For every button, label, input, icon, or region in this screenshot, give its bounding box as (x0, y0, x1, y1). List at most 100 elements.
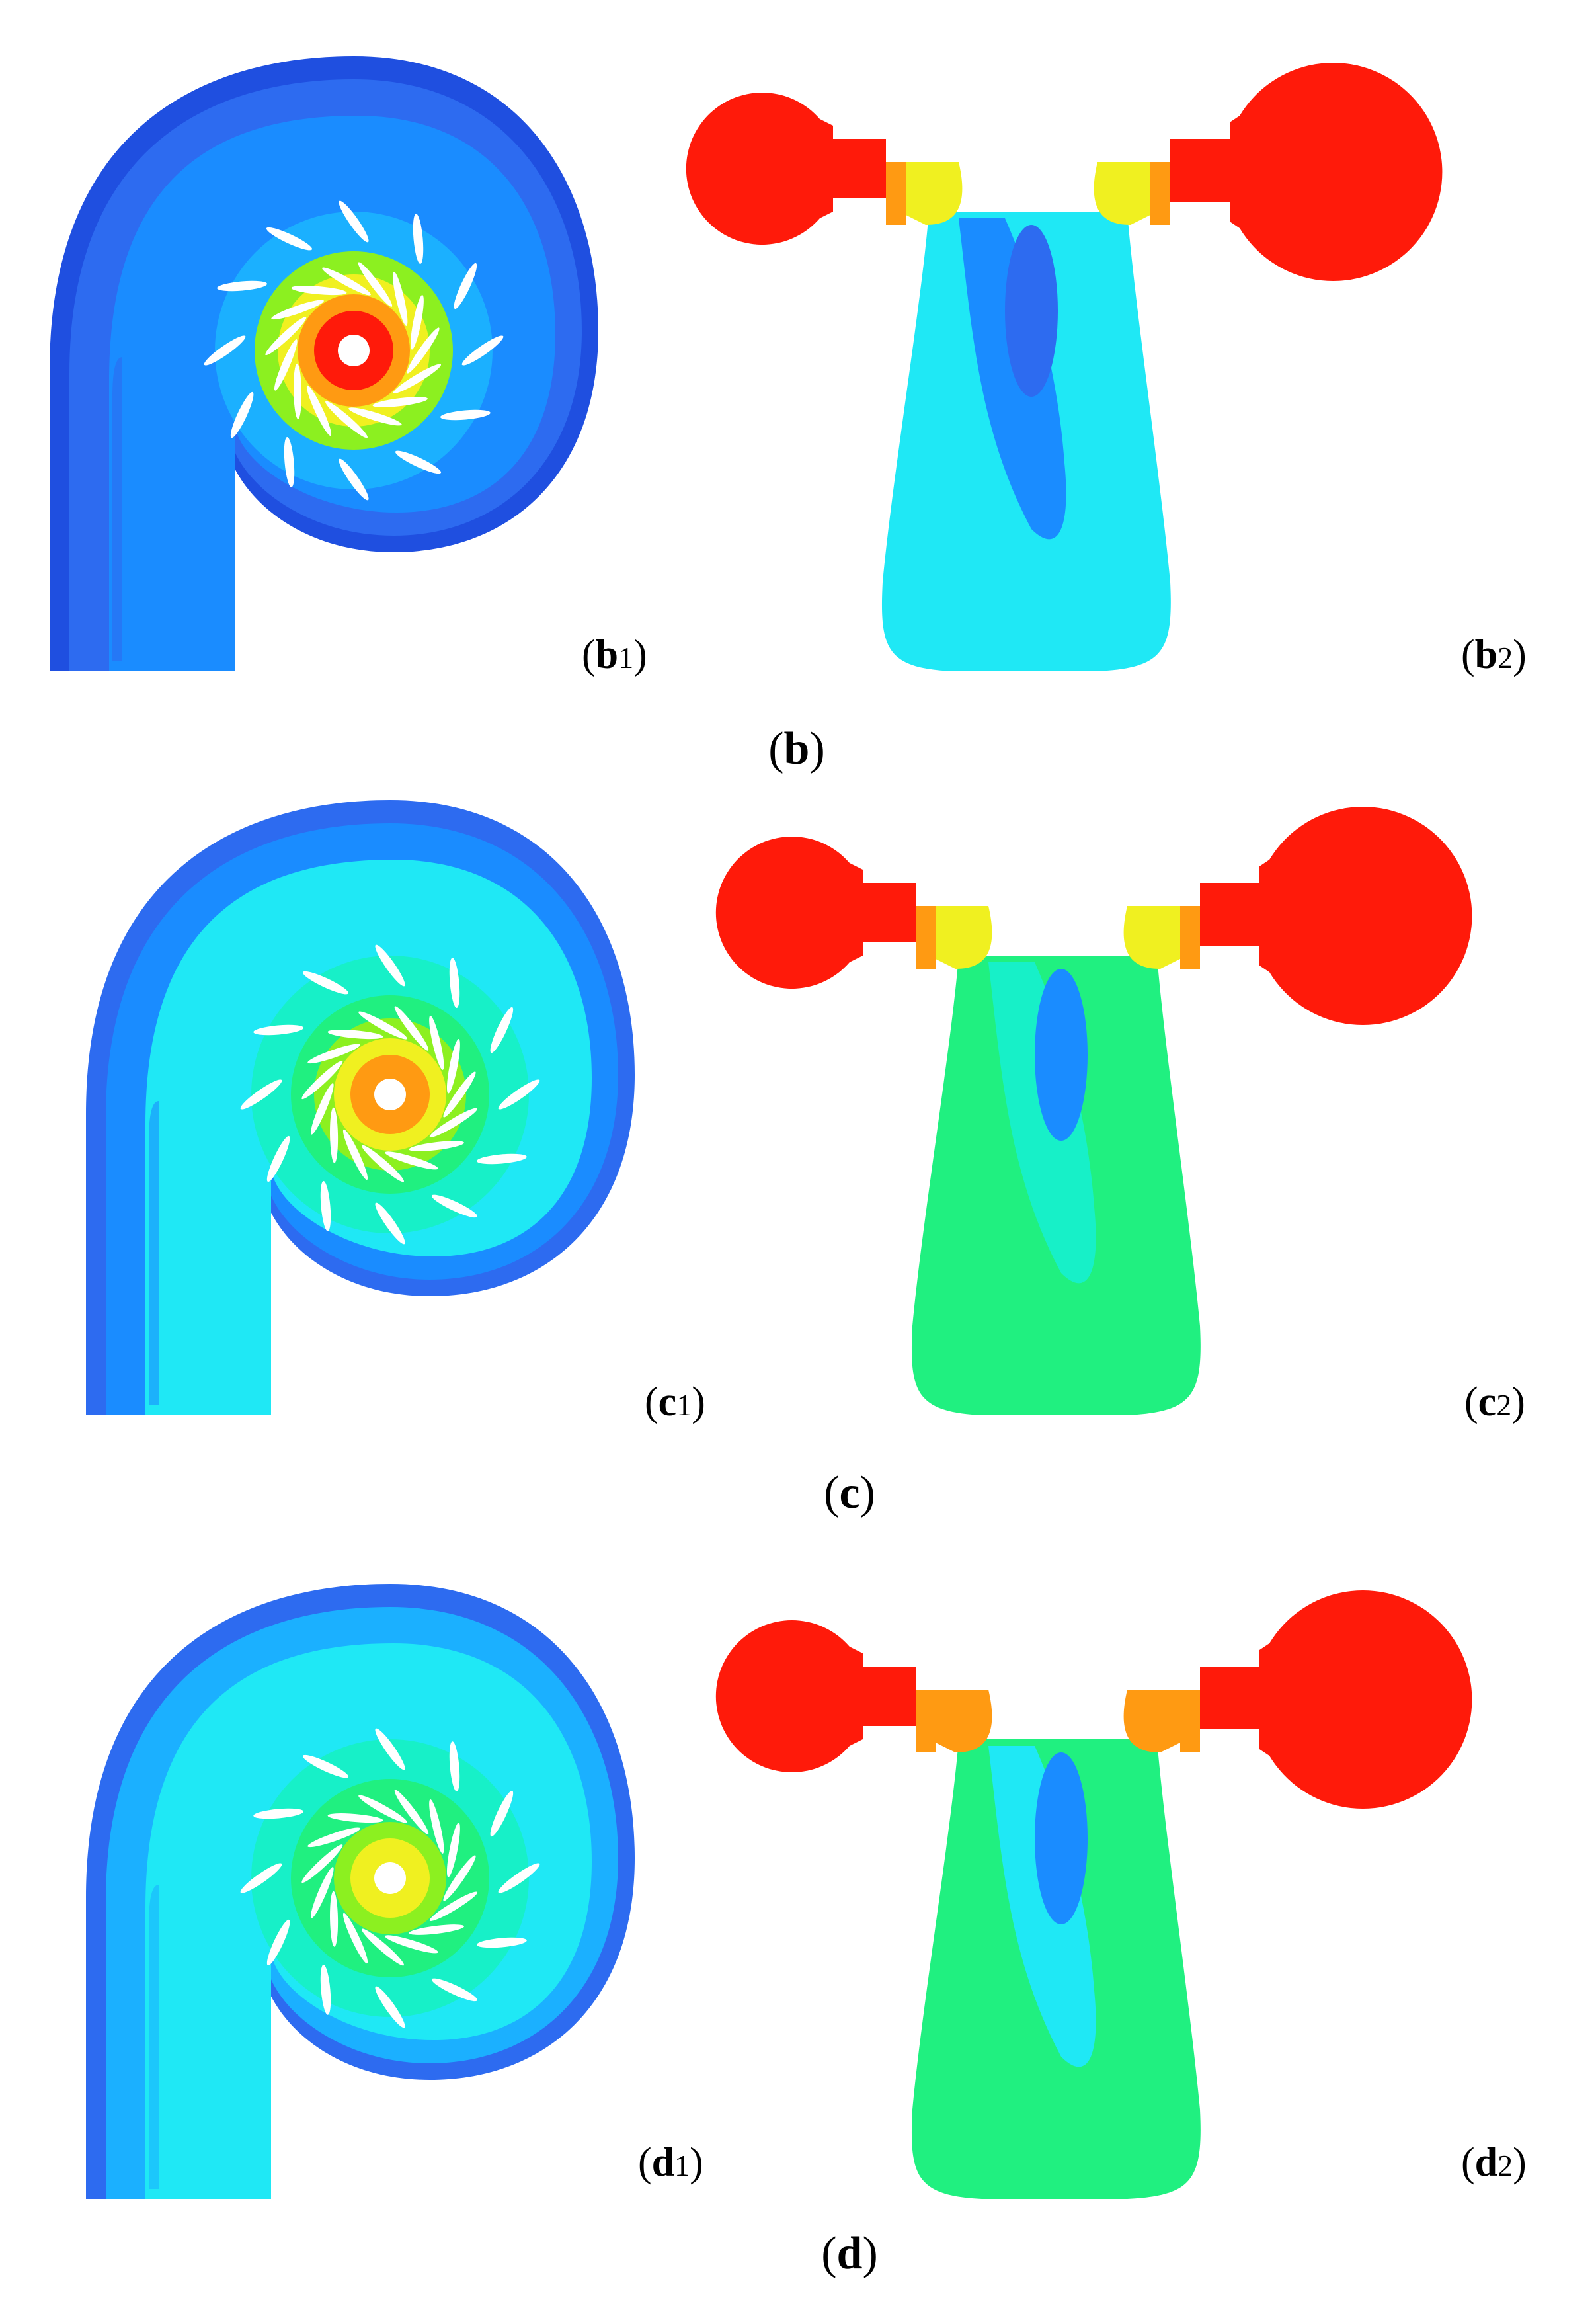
section-right-gradient (1123, 1690, 1187, 1752)
runner-blade (358, 1795, 407, 1823)
section-right-inlet (1180, 1690, 1200, 1752)
runner-blade (409, 1141, 464, 1151)
section-vortex-spot (1035, 1752, 1088, 1924)
guide-vane (498, 1863, 540, 1893)
runner-blade (446, 1823, 460, 1877)
runner-blade (274, 339, 298, 391)
runner-blade (271, 300, 324, 320)
runner-blade (342, 1129, 368, 1180)
label-c-letter: c (839, 1467, 859, 1518)
label-b2-letter: b (1475, 632, 1497, 677)
volute-pipe-streak (149, 1885, 159, 2189)
label-c1-letter: c (658, 1379, 677, 1424)
guide-vane (240, 1863, 282, 1893)
guide-vane (375, 1728, 405, 1770)
runner-blade (362, 1928, 404, 1966)
label-c2-index: 2 (1496, 1388, 1511, 1422)
label-d1-index: 1 (674, 2149, 690, 2182)
guide-vane (320, 1965, 331, 2015)
section-crown-notch (1021, 1690, 1094, 1739)
guide-vane (302, 1754, 349, 1778)
label-c1: (c1) (645, 1379, 705, 1424)
label-c: (c) (824, 1467, 875, 1518)
guide-vane (253, 1024, 303, 1036)
runner-blade (265, 317, 307, 356)
label-b-letter: b (784, 723, 810, 774)
guide-vane (320, 1181, 331, 1231)
label-d2: (d2) (1461, 2140, 1527, 2185)
runner-blade (294, 363, 302, 419)
guide-vane (413, 214, 424, 264)
guide-vane (395, 450, 442, 474)
label-d1: (d1) (638, 2140, 703, 2185)
section-crown-notch (992, 162, 1064, 212)
guide-vane (266, 1919, 290, 1966)
runner-blade (325, 401, 368, 438)
section-vortex-spot (1035, 969, 1088, 1141)
runner-blade (429, 1016, 444, 1070)
runner-blade (342, 1913, 368, 1964)
section-flow-blob (988, 1746, 1096, 2067)
guide-vane (339, 200, 369, 243)
section-left-inlet (916, 1690, 936, 1752)
guide-vane (375, 1986, 405, 2028)
section-right-gradient (1123, 906, 1187, 969)
label-c1-index: 1 (676, 1388, 692, 1422)
guide-vane (477, 1153, 527, 1165)
guide-vane (240, 1079, 282, 1110)
section-left-gradient (899, 162, 963, 225)
section-right-spiral (1200, 807, 1472, 1025)
runner-blade (307, 1044, 360, 1064)
runner-blade (385, 1935, 438, 1954)
runner-blade (394, 1006, 429, 1051)
volute-contour-d1 (86, 1584, 635, 2199)
guide-vane (431, 1194, 478, 1218)
label-b1: (b1) (582, 632, 647, 677)
runner-blade (393, 272, 408, 326)
guide-vane (477, 1937, 527, 1948)
guide-vane (461, 335, 504, 366)
section-crown-notch (1021, 906, 1094, 956)
runner-blade (327, 1813, 383, 1823)
guide-vane (449, 958, 460, 1008)
guide-vane (440, 409, 491, 421)
guide-vane (253, 1808, 303, 1819)
section-left-spiral (686, 93, 886, 245)
guide-vane (498, 1079, 540, 1110)
guide-vane (217, 280, 267, 292)
volute-contour-c1 (86, 800, 635, 1415)
guide-vane (284, 437, 295, 487)
section-contour-c2 (715, 807, 1472, 1415)
runner-blade (429, 1108, 478, 1137)
guide-vane (266, 227, 313, 251)
section-contour-d2 (715, 1590, 1472, 2199)
runner-blade (446, 1039, 460, 1094)
label-d2-letter: d (1475, 2140, 1497, 2185)
row-b: (b1) (b2) (b) (50, 56, 1527, 774)
section-right-inlet (1180, 906, 1200, 969)
runner-blade (330, 1891, 339, 1947)
runner-blade (307, 1827, 360, 1848)
guide-vane (339, 458, 369, 501)
label-b: (b) (768, 723, 825, 774)
guide-vane (490, 1007, 514, 1053)
runner-blade (429, 1799, 444, 1854)
row-c: (c1) (c2) (c) (86, 800, 1525, 1518)
guide-vane (302, 971, 349, 995)
label-c2: (c2) (1464, 1379, 1525, 1424)
runner-blade (358, 1011, 407, 1040)
label-d-letter: d (837, 2228, 863, 2279)
guide-vane (266, 1135, 290, 1182)
runner-blade (306, 385, 332, 436)
section-left-gradient (929, 1690, 992, 1752)
runner-blade (443, 1855, 476, 1901)
guide-vane (454, 263, 477, 309)
runner-blade (310, 1867, 334, 1918)
label-b2-index: 2 (1497, 641, 1513, 675)
runner-blade (385, 1151, 438, 1170)
section-vortex-spot (1005, 225, 1058, 397)
impeller-hub (374, 1079, 406, 1110)
guide-vane (490, 1790, 514, 1837)
label-b2: (b2) (1461, 632, 1527, 677)
runner-blade (407, 327, 440, 374)
